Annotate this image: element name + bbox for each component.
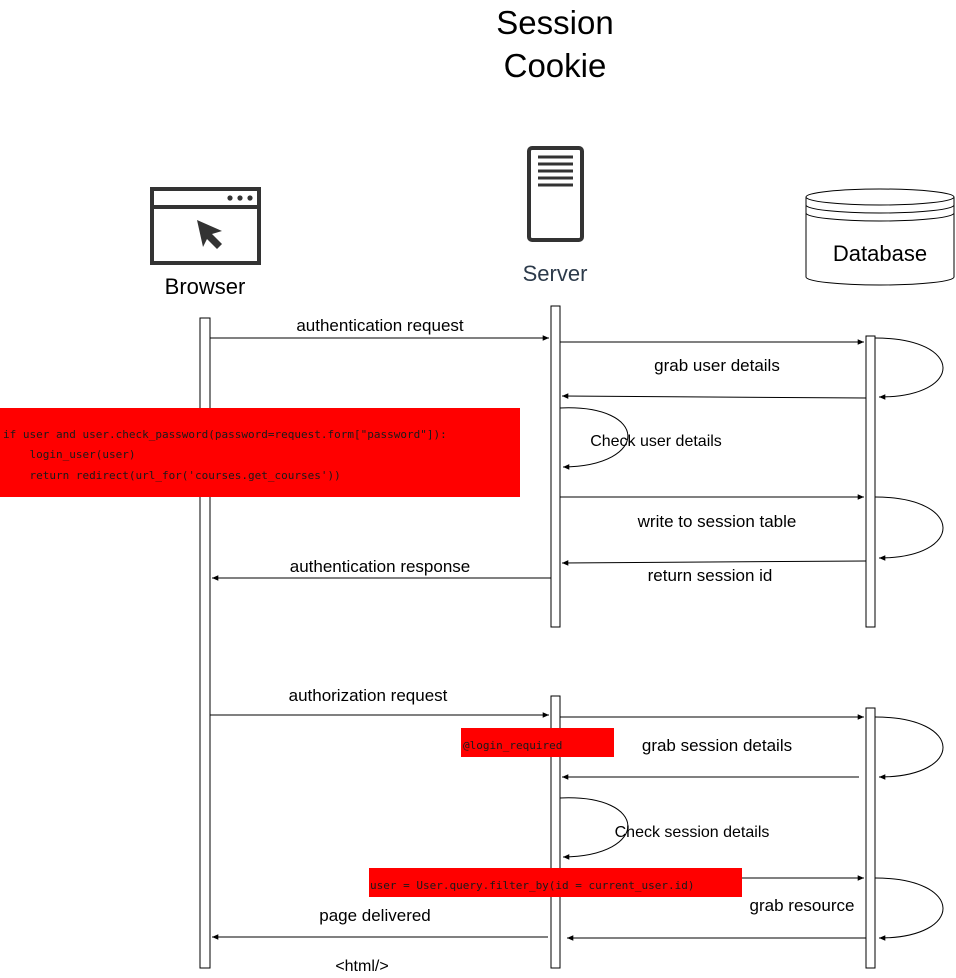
database-cylinder-icon xyxy=(805,188,955,286)
db-self-loop-4 xyxy=(874,877,944,941)
authz-request-label: authorization request xyxy=(289,686,448,705)
server-activation-bar-1 xyxy=(550,305,561,628)
user-details-return-arrow xyxy=(561,393,867,399)
check-session-details-label: Check session details xyxy=(615,824,770,841)
login-required-code: @login_required xyxy=(463,739,562,752)
page-delivered-label: page delivered xyxy=(319,906,431,925)
login-required-highlight xyxy=(461,728,614,757)
server-self-loop-check-user xyxy=(559,407,629,470)
grab-user-details-label: grab user details xyxy=(654,356,780,375)
server-actor-label: Server xyxy=(523,261,588,286)
grab-session-details-label: grab session details xyxy=(642,736,792,755)
login-code-line-3: return redirect(url_for('courses.get_cou… xyxy=(3,469,341,482)
server-activation-bar-2 xyxy=(550,695,561,969)
user-query-highlight xyxy=(369,868,742,897)
write-session-label: write to session table xyxy=(637,512,797,531)
login-code-line-1: if user and user.check_password(password… xyxy=(3,428,447,441)
db-self-loop-3 xyxy=(874,716,944,780)
server-self-loop-check-session xyxy=(559,797,629,860)
html-tag-label: <html/> xyxy=(335,958,388,975)
db-self-loop-1 xyxy=(874,337,944,400)
grab-resource-label: grab resource xyxy=(750,896,855,915)
check-user-details-label: Check user details xyxy=(590,433,722,450)
browser-window-icon xyxy=(150,187,261,265)
browser-actor-label: Browser xyxy=(165,274,246,299)
diagram-title-line-1: Session xyxy=(496,4,613,41)
database-actor-label: Database xyxy=(833,241,927,266)
auth-request-label: authentication request xyxy=(296,316,464,335)
return-session-id-label: return session id xyxy=(648,566,773,585)
diagram-title-line-2: Cookie xyxy=(504,47,607,84)
login-code-line-2: login_user(user) xyxy=(3,448,135,461)
user-query-code: user = User.query.filter_by(id = current… xyxy=(370,879,695,892)
cursor-icon xyxy=(197,220,222,249)
database-activation-bar-1 xyxy=(865,335,876,628)
auth-response-label: authentication response xyxy=(290,557,471,576)
login-code-highlight xyxy=(0,408,520,497)
database-activation-bar-2 xyxy=(865,707,876,969)
session-id-return-arrow xyxy=(561,560,867,566)
db-self-loop-2 xyxy=(874,496,944,561)
server-icon xyxy=(527,146,584,242)
browser-activation-bar xyxy=(199,317,211,969)
